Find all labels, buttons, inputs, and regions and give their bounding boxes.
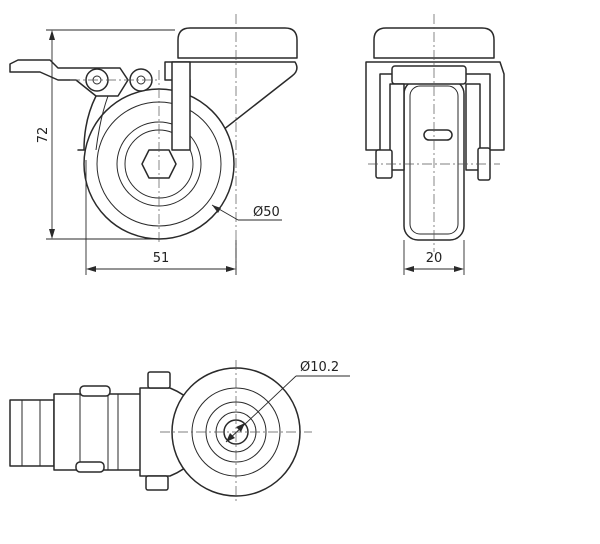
dim-20-arrow-left	[404, 266, 414, 272]
dim-51-arrow-left	[86, 266, 96, 272]
top-nut-lower	[145, 475, 169, 491]
front-top-cap	[373, 27, 495, 59]
top-lever-arm	[53, 393, 145, 471]
top-view: Ø10.2	[9, 360, 350, 504]
dim-d10-arrow-upper	[236, 423, 245, 432]
front-brake-slot	[423, 129, 453, 141]
dim-51-label: 51	[153, 251, 170, 266]
front-fork-right	[465, 83, 481, 171]
front-fork-left	[389, 83, 405, 171]
dim-d50-arrow	[212, 205, 221, 213]
top-nut-upper	[147, 371, 171, 389]
dim-72-arrow-bottom	[49, 229, 55, 239]
front-bracket	[365, 61, 505, 151]
dim-d50-label: Ø50	[253, 205, 280, 220]
top-pin-upper	[79, 385, 111, 397]
dim-20-arrow-right	[454, 266, 464, 272]
front-view: 20	[365, 14, 505, 275]
dim-d10-leader	[225, 375, 297, 443]
side-brake-lever	[9, 59, 129, 97]
dim-d10-label: Ø10.2	[300, 360, 339, 375]
top-pin-lower	[75, 461, 105, 473]
side-fork-leg	[171, 61, 191, 151]
dim-51-arrow-right	[226, 266, 236, 272]
side-brake-spring	[95, 95, 109, 151]
side-view: 72 51 Ø50	[9, 14, 298, 275]
side-brake-arm	[77, 95, 97, 151]
front-fork-inner	[391, 65, 467, 85]
dim-d10-arrow-lower	[226, 433, 235, 442]
top-brake-pedal	[9, 399, 55, 467]
dim-72-arrow-top	[49, 30, 55, 40]
side-top-cap	[177, 27, 298, 59]
dim-72-label: 72	[36, 127, 51, 144]
dim-20-label: 20	[426, 251, 443, 266]
